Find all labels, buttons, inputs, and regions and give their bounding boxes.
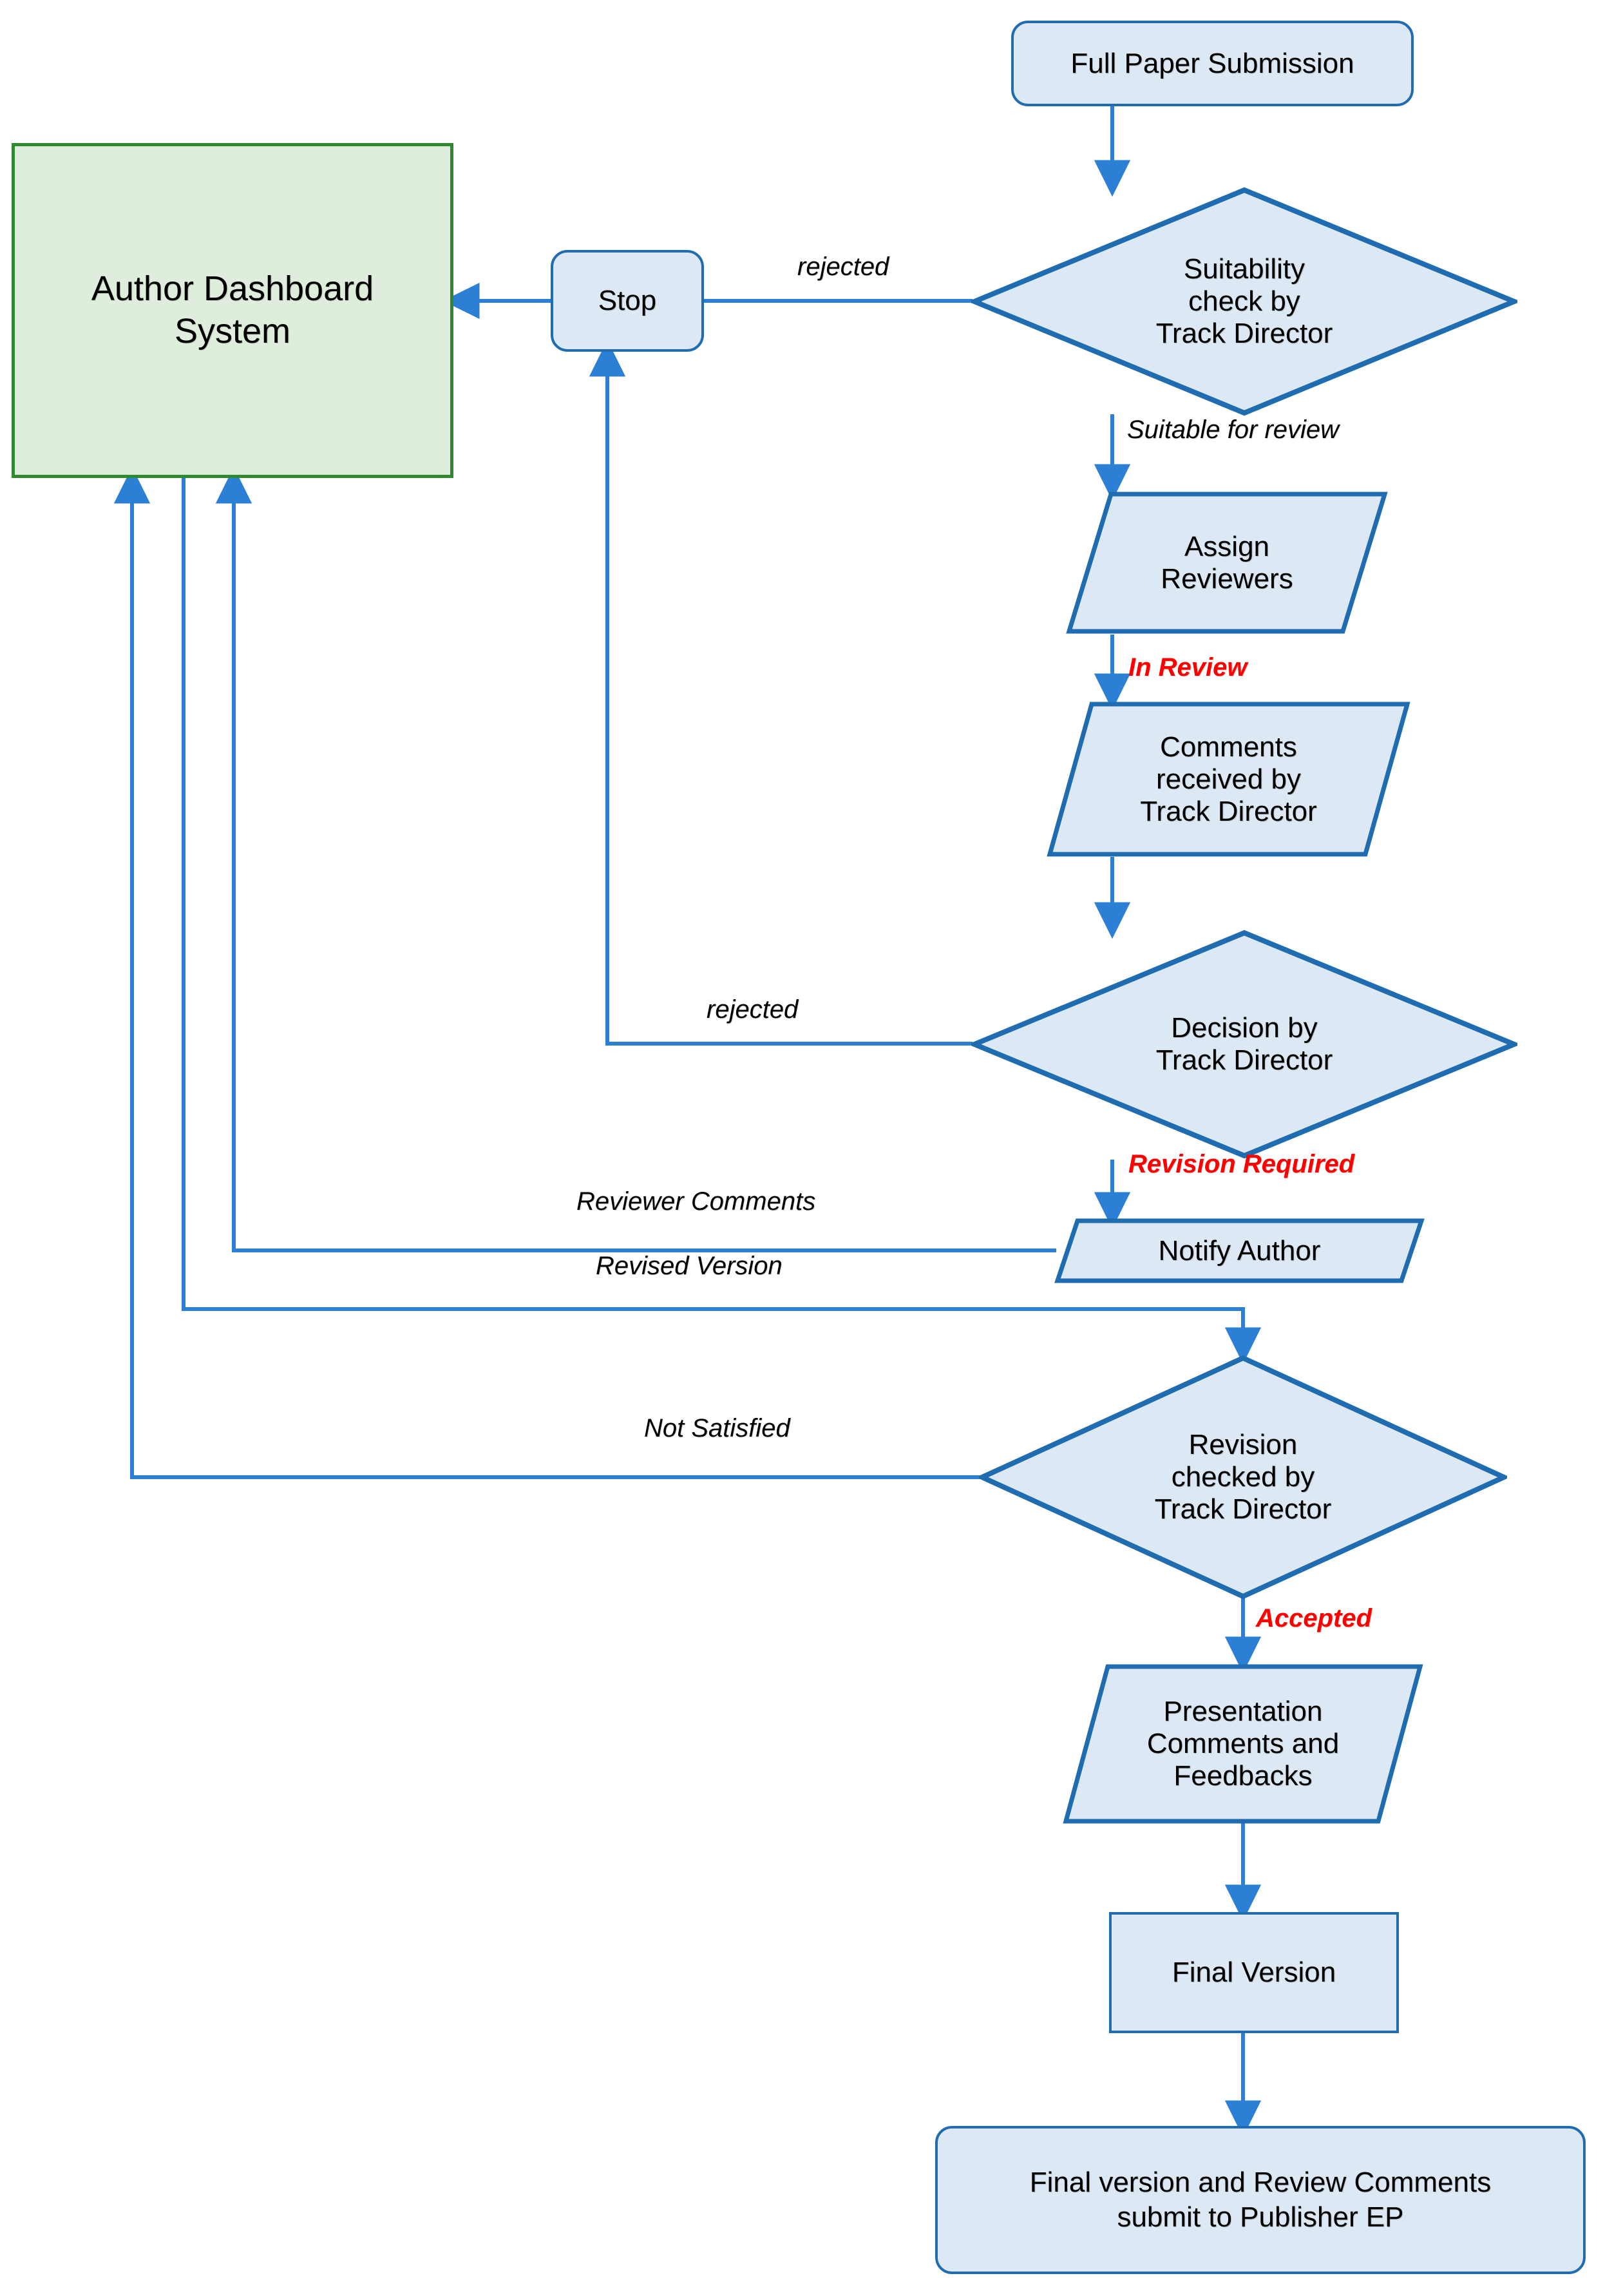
edge-notify-author-reviewer-comments: [215, 466, 1056, 1252]
node-label-author-dashboard-system: Author Dashboard System: [91, 269, 374, 350]
node-label-full-paper-submission: Full Paper Submission: [1070, 47, 1354, 79]
node-suitability-check[interactable]: Suitability check by Track Director: [971, 187, 1517, 416]
node-label-final-submit-publisher: Final version and Review Comments submit…: [1029, 2167, 1492, 2233]
parallelogram-shape: [1066, 492, 1388, 634]
node-label-comments-received: Comments received by Track Director: [1140, 731, 1317, 827]
node-label-revision-checked: Revision checked by Track Director: [1154, 1429, 1332, 1525]
node-assign-reviewers[interactable]: Assign Reviewers: [1066, 491, 1388, 635]
edge-label-not-satisfied: Not Satisfied: [644, 1414, 790, 1442]
edge-revision-not-satisfied: [113, 466, 982, 1479]
diamond-shape: [971, 930, 1517, 1159]
node-label-presentation-comments: Presentation Comments and Feedbacks: [1146, 1696, 1340, 1792]
node-author-dashboard-system[interactable]: Author Dashboard System: [12, 143, 453, 478]
parallelogram-shape: [1047, 702, 1410, 857]
parallelogram-shape: [1063, 1664, 1423, 1824]
edge-label-suitable-for-review: Suitable for review: [1127, 416, 1340, 444]
node-final-version[interactable]: Final Version: [1109, 1912, 1399, 2033]
node-label-decision-by-track-director: Decision by Track Director: [1155, 1012, 1333, 1076]
edge-label-reviewer-comments: Reviewer Comments: [576, 1187, 816, 1216]
diamond-shape: [971, 187, 1517, 416]
node-stop[interactable]: Stop: [551, 250, 704, 352]
edge-label-revised-version: Revised Version: [596, 1252, 783, 1280]
edge-label-rejected-decision: rejected: [707, 995, 799, 1024]
node-presentation-comments[interactable]: Presentation Comments and Feedbacks: [1063, 1663, 1423, 1824]
diamond-shape: [979, 1355, 1507, 1600]
node-label-notify-author: Notify Author: [1158, 1234, 1321, 1267]
node-notify-author[interactable]: Notify Author: [1054, 1218, 1425, 1284]
node-comments-received[interactable]: Comments received by Track Director: [1047, 701, 1410, 857]
node-final-submit-publisher[interactable]: Final version and Review Comments submit…: [935, 2126, 1586, 2274]
edge-label-revision-required: Revision Required: [1128, 1150, 1355, 1178]
parallelogram-shape: [1054, 1218, 1425, 1283]
edge-label-rejected-suitability: rejected: [797, 253, 889, 281]
node-label-final-version: Final Version: [1172, 1956, 1336, 1989]
edge-label-in-review: In Review: [1128, 653, 1248, 682]
node-label-suitability-check: Suitability check by Track Director: [1155, 253, 1333, 349]
edge-decision-rejected-to-stop: [589, 340, 973, 1046]
node-label-stop: Stop: [598, 285, 657, 317]
node-label-assign-reviewers: Assign Reviewers: [1161, 530, 1293, 595]
edge-label-accepted: Accepted: [1256, 1604, 1372, 1632]
node-full-paper-submission[interactable]: Full Paper Submission: [1011, 21, 1414, 106]
node-decision-by-track-director[interactable]: Decision by Track Director: [971, 930, 1517, 1159]
node-revision-checked[interactable]: Revision checked by Track Director: [979, 1355, 1507, 1600]
